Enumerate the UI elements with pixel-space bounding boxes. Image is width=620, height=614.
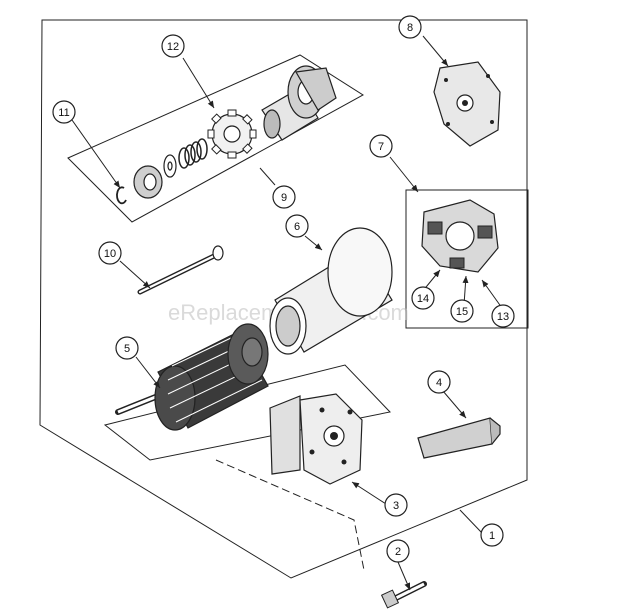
end-plate (433, 61, 501, 147)
svg-text:4: 4 (436, 377, 442, 389)
retaining-ring (116, 186, 127, 205)
callout-3[interactable]: 3 (384, 493, 408, 517)
drive-assembly-outline (67, 54, 364, 223)
drive-pinion-body (261, 65, 337, 141)
callout-9[interactable]: 9 (272, 185, 296, 209)
callout-8[interactable]: 8 (398, 15, 422, 39)
svg-text:14: 14 (417, 293, 429, 305)
brush-assembly-box (405, 189, 529, 329)
callout-4[interactable]: 4 (427, 370, 451, 394)
callout-12[interactable]: 12 (161, 34, 185, 58)
callout-5[interactable]: 5 (115, 336, 139, 360)
svg-text:7: 7 (378, 141, 384, 153)
callout-11[interactable]: 11 (52, 100, 76, 124)
drive-end-bracket (269, 393, 363, 485)
svg-text:1: 1 (489, 530, 495, 542)
svg-text:6: 6 (294, 221, 300, 233)
callout-10[interactable]: 10 (98, 241, 122, 265)
callout-6[interactable]: 6 (285, 214, 309, 238)
callout-14[interactable]: 14 (411, 286, 435, 310)
drive-collar (133, 165, 163, 199)
leader-lines (71, 35, 503, 591)
center-line (215, 459, 365, 571)
drive-gear (207, 109, 257, 159)
svg-text:9: 9 (281, 192, 287, 204)
svg-text:8: 8 (407, 22, 413, 34)
assembly-outline (39, 19, 528, 579)
drive-washer (163, 154, 177, 178)
callout-2[interactable]: 2 (386, 539, 410, 563)
callout-13[interactable]: 13 (491, 304, 515, 328)
svg-text:5: 5 (124, 343, 130, 355)
svg-text:12: 12 (167, 41, 179, 53)
svg-text:11: 11 (58, 107, 69, 119)
callout-7[interactable]: 7 (369, 134, 393, 158)
mounting-bolt (380, 581, 427, 609)
svg-text:3: 3 (393, 500, 399, 512)
callout-1[interactable]: 1 (480, 523, 504, 547)
callout-15[interactable]: 15 (450, 299, 474, 323)
strap (417, 417, 501, 459)
svg-text:13: 13 (497, 311, 509, 323)
brush-holder (421, 199, 499, 273)
field-frame (269, 227, 393, 355)
drive-spring (178, 138, 208, 169)
armature (115, 323, 269, 431)
svg-text:15: 15 (456, 306, 468, 318)
through-bolt (137, 245, 224, 295)
svg-text:10: 10 (104, 248, 116, 260)
svg-text:2: 2 (395, 546, 401, 558)
